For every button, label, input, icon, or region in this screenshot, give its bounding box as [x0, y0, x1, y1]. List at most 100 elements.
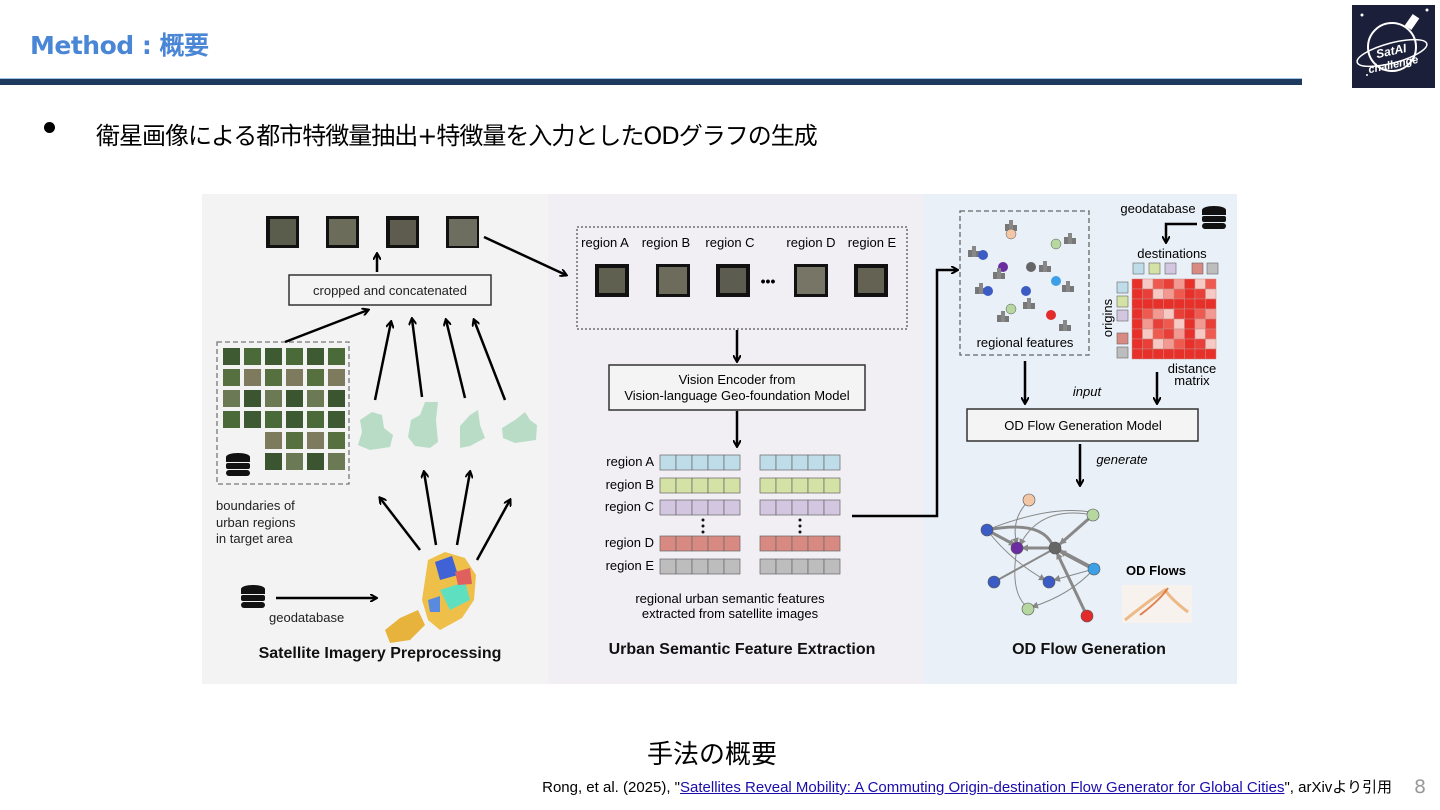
vision-encoder-box [608, 364, 866, 411]
feature-cell [691, 499, 709, 516]
matrix-cell [1205, 348, 1217, 360]
matrix-cell [1163, 348, 1175, 360]
feature-cell [723, 558, 741, 575]
slide-title: Method : 概要 [30, 31, 209, 60]
cropped-label: cropped and concatenated [313, 283, 467, 298]
matrix-cell [1163, 318, 1175, 330]
matrix-cell [1152, 278, 1164, 290]
destination-square [1206, 262, 1219, 275]
destination-square [1164, 262, 1177, 275]
encoder-line-2: Vision-language Geo-foundation Model [624, 388, 849, 403]
feature-cell [691, 535, 709, 552]
feature-cell [775, 558, 793, 575]
feature-row-label: region D [605, 535, 654, 550]
distance-matrix [1131, 278, 1217, 360]
origin-square [1116, 295, 1129, 308]
matrix-cell [1142, 288, 1154, 300]
svg-text:SatAI: SatAI [1375, 41, 1409, 61]
satellite-tile [328, 369, 345, 386]
feature-cell [791, 558, 809, 575]
satellite-tile [307, 453, 324, 470]
matrix-cell [1152, 308, 1164, 320]
satellite-tile [265, 411, 282, 428]
boundaries-box [216, 341, 350, 485]
cropped-box [288, 274, 492, 306]
feature-cell [723, 454, 741, 471]
feature-cell [659, 499, 677, 516]
satellite-tile [328, 411, 345, 428]
satellite-tile [328, 348, 345, 365]
matrix-cell [1194, 348, 1206, 360]
satellite-tile [307, 369, 324, 386]
feature-cell [675, 558, 693, 575]
feature-cell [707, 477, 725, 494]
matrix-cell [1184, 288, 1196, 300]
matrix-cell [1163, 298, 1175, 310]
od-flows-label: OD Flows [1126, 563, 1186, 578]
features-line-2: extracted from satellite images [642, 606, 819, 621]
origin-square [1116, 332, 1129, 345]
boundaries-label-1: boundaries of [216, 498, 295, 513]
distance-label-1: distance [1168, 361, 1216, 376]
matrix-cell [1163, 288, 1175, 300]
encoder-line-1: Vision Encoder from [679, 372, 796, 387]
region-label: region B [642, 235, 690, 250]
matrix-cell [1205, 318, 1217, 330]
matrix-cell [1152, 348, 1164, 360]
feature-row-label: region A [606, 454, 654, 469]
bullet-icon [44, 122, 55, 133]
header-divider [0, 78, 1302, 85]
satellite-tile [223, 411, 240, 428]
feature-cell [791, 499, 809, 516]
feature-row-label: region E [606, 558, 655, 573]
od-flow-edges [986, 499, 1095, 617]
matrix-cell [1205, 288, 1217, 300]
matrix-cell [1194, 298, 1206, 310]
matrix-cell [1205, 308, 1217, 320]
matrix-cell [1194, 328, 1206, 340]
regions-ellipsis: ••• [761, 273, 776, 289]
geodatabase-icon-right [1202, 206, 1226, 229]
feature-cell [659, 454, 677, 471]
logo-graphic: SatAI challenge [1356, 8, 1429, 76]
matrix-cell [1173, 338, 1185, 350]
matrix-cell [1163, 308, 1175, 320]
destination-squares [1132, 262, 1219, 275]
feature-cell [775, 477, 793, 494]
satellite-tile [223, 348, 240, 365]
feature-cell [775, 535, 793, 552]
feature-cell [775, 499, 793, 516]
satellite-tile [244, 390, 261, 407]
feature-cell [723, 499, 741, 516]
feature-cell [691, 477, 709, 494]
paper-link[interactable]: Satellites Reveal Mobility: A Commuting … [680, 779, 1285, 796]
matrix-cell [1184, 298, 1196, 310]
feature-cell [707, 499, 725, 516]
feature-cell [807, 499, 825, 516]
region-shapes [358, 402, 537, 450]
matrix-cell [1205, 328, 1217, 340]
feature-cell [759, 477, 777, 494]
satellite-tile-grid [223, 348, 345, 470]
satellite-tile [265, 453, 282, 470]
geodatabase-label-right: geodatabase [1120, 201, 1195, 216]
matrix-cell [1173, 318, 1185, 330]
feature-cell [675, 477, 693, 494]
satellite-tile [265, 432, 282, 449]
matrix-cell [1205, 298, 1217, 310]
satellite-tile [307, 432, 324, 449]
panel3-title: OD Flow Generation [1012, 641, 1166, 658]
satellite-tile [307, 390, 324, 407]
destination-square [1148, 262, 1161, 275]
satellite-tile [244, 348, 261, 365]
feature-cell [823, 499, 841, 516]
satellite-tile [328, 432, 345, 449]
satellite-tile [328, 390, 345, 407]
matrix-cell [1194, 338, 1206, 350]
feature-cell [823, 558, 841, 575]
matrix-cell [1184, 278, 1196, 290]
generate-label: generate [1096, 452, 1147, 467]
matrix-cell [1184, 338, 1196, 350]
vertical-ellipsis [701, 518, 802, 534]
